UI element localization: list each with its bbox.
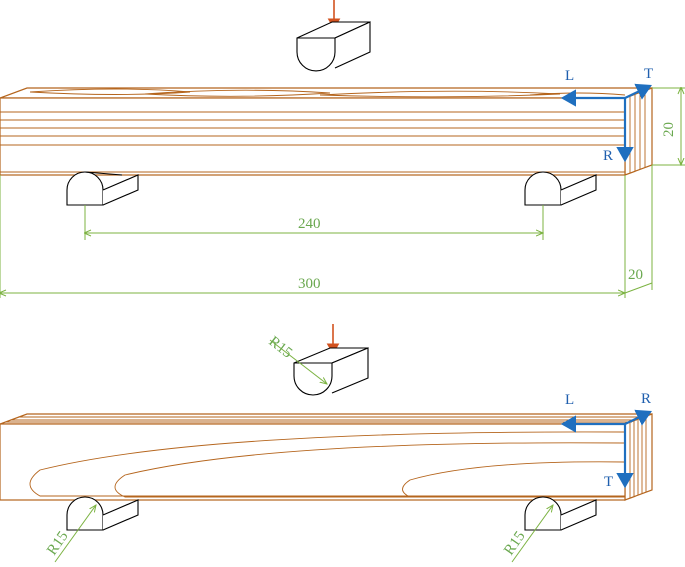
axis-R-label-bottom: R (641, 391, 651, 407)
radius-load-line (269, 339, 327, 384)
support-right-bottom (524, 496, 597, 531)
axis-R-arrow-bottom (624, 409, 652, 426)
radius-load-label: R15 (266, 334, 296, 362)
loading-head-top (296, 21, 371, 72)
axis-L-label-bottom: L (565, 392, 574, 408)
axes-bottom: L R T (560, 391, 652, 490)
axis-T-label-top: T (644, 66, 653, 82)
radius-support-left-line (54, 505, 96, 563)
support-right-top (524, 171, 597, 206)
dim-length-label: 300 (298, 276, 321, 292)
radius-support-right-line (511, 505, 553, 563)
axis-T-label-bottom: T (604, 474, 613, 490)
top-diagram: L T R 240 300 20 20 (0, 0, 685, 298)
dim-height-label: 20 (661, 122, 677, 137)
loading-head-bottom (293, 347, 369, 396)
radius-support-right-label: R15 (501, 529, 528, 559)
axis-T-arrow-top (624, 83, 652, 100)
bottom-diagram: R15 (0, 324, 653, 563)
beam-top (0, 87, 653, 176)
axis-R-label-top: R (603, 148, 613, 164)
support-left-top (66, 171, 139, 206)
radius-support-left-label: R15 (44, 529, 71, 559)
dimensions-top: 240 300 20 20 (0, 88, 685, 298)
dim-width-label: 20 (628, 267, 643, 283)
dim-span-label: 240 (298, 216, 321, 232)
axes-top: L T R (560, 66, 653, 164)
support-left-bottom (66, 496, 139, 531)
dim-width-line (624, 282, 653, 294)
axis-L-label-top: L (565, 68, 574, 84)
beam-bottom (0, 413, 653, 501)
